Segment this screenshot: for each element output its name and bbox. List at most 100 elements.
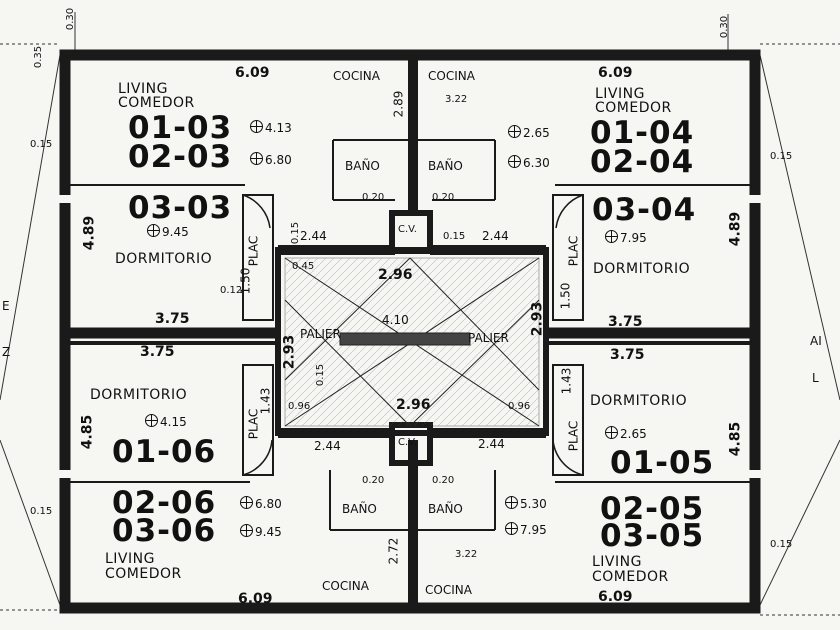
tr-bed-unit: 03-04	[592, 192, 697, 228]
br-room-line2: COMEDOR	[592, 569, 669, 585]
core-293-left: 2.93	[281, 334, 298, 370]
br-unit-b: 03-05	[600, 518, 705, 554]
tr-bano: BAÑO	[428, 159, 463, 173]
br-width-dim: 6.09	[598, 589, 633, 605]
core-296-bottom: 2.96	[396, 397, 431, 413]
bl-bed-unit: 01-06	[112, 434, 217, 470]
tr-level-a: 2.65	[508, 125, 550, 139]
br-485: 4.85	[727, 421, 744, 457]
br-cocina: COCINA	[425, 583, 472, 597]
tl-cocina: COCINA	[333, 69, 380, 83]
core-410: 4.10	[382, 313, 409, 327]
core-cv-bottom: C.V.	[398, 437, 417, 448]
tl-244: 2.44	[300, 229, 327, 243]
dim-right-015: 0.15	[770, 151, 793, 162]
level-cross-icon	[145, 414, 158, 427]
stair-core-hatch	[284, 257, 540, 427]
br-cocina-sub: 3.22	[455, 549, 478, 560]
bl-room-line2: COMEDOR	[105, 566, 182, 582]
edge-left-e: E	[2, 299, 10, 313]
tr-020: 0.20	[432, 192, 455, 203]
core-palier-right: PALIER	[468, 331, 509, 345]
bl-level-b: 9.45	[240, 524, 282, 538]
tl-bano: BAÑO	[345, 159, 380, 173]
tr-unit-b: 02-04	[590, 144, 695, 180]
level-cross-icon	[240, 496, 253, 509]
dim-top-030: 0.30	[65, 7, 77, 31]
core-096: 0.96	[288, 401, 311, 412]
tl-bed-level: 9.45	[147, 224, 189, 238]
tl-489: 4.89	[81, 215, 98, 251]
core-015: 0.15	[315, 363, 327, 387]
tl-015: 0.15	[290, 221, 302, 245]
br-244: 2.44	[478, 437, 505, 451]
bl-485: 4.85	[79, 414, 96, 450]
level-cross-icon	[147, 224, 160, 237]
dim-left-015: 0.15	[30, 139, 53, 150]
level-cross-icon	[605, 230, 618, 243]
tr-cocina: COCINA	[428, 69, 475, 83]
bl-015: 0.15	[30, 506, 53, 517]
bl-width-dim: 6.09	[238, 591, 273, 607]
br-level-a: 5.30	[505, 496, 547, 510]
tl-020: 0.20	[362, 192, 385, 203]
bl-unit-b: 03-06	[112, 513, 217, 549]
tl-room-line2: COMEDOR	[118, 95, 195, 111]
br-375: 3.75	[610, 347, 645, 363]
bl-272: 2.72	[386, 537, 401, 565]
tl-bed-unit: 03-03	[128, 190, 233, 226]
bl-dormitorio: DORMITORIO	[90, 387, 188, 403]
level-cross-icon	[240, 524, 253, 537]
tr-244: 2.44	[482, 229, 509, 243]
tr-level-b: 6.30	[508, 155, 550, 169]
core-cv-top: C.V.	[398, 224, 417, 235]
tr-plac: PLAC	[566, 235, 581, 267]
br-bano: BAÑO	[428, 502, 463, 516]
tl-width-dim: 6.09	[235, 65, 270, 81]
tr-489: 4.89	[727, 211, 744, 247]
level-cross-icon	[605, 426, 618, 439]
level-cross-icon	[250, 120, 263, 133]
core-palier-left: PALIER	[300, 327, 341, 341]
tr-room-line1: LIVING	[595, 86, 645, 102]
tr-bed-level: 7.95	[605, 230, 647, 244]
br-bed-level: 2.65	[605, 426, 647, 440]
construction-lines	[0, 12, 840, 616]
tr-unit-a: 01-04	[590, 115, 695, 151]
window-gaps	[59, 195, 761, 478]
core-296-top: 2.96	[378, 267, 413, 283]
tl-dormitorio: DORMITORIO	[115, 251, 213, 267]
bl-plac-dim: 1.43	[258, 387, 273, 415]
tl-level-a: 4.13	[250, 120, 292, 134]
tl-room-line1: LIVING	[118, 81, 168, 97]
br-020: 0.20	[432, 475, 455, 486]
br-plac-dim: 1.43	[559, 367, 574, 395]
level-cross-icon	[250, 152, 263, 165]
interior-walls	[65, 55, 755, 608]
br-bed-unit: 01-05	[610, 445, 715, 481]
tl-unit-b: 02-03	[128, 139, 233, 175]
bl-375: 3.75	[140, 344, 175, 360]
bl-bed-level: 4.15	[145, 414, 187, 428]
bl-cocina: COCINA	[322, 579, 369, 593]
tr-plac-dim: 1.50	[558, 282, 573, 310]
tl-plac: PLAC	[246, 235, 261, 267]
dim-top-030-right: 0.30	[719, 15, 731, 39]
tr-width-dim: 6.09	[598, 65, 633, 81]
br-plac: PLAC	[566, 420, 581, 452]
bl-244: 2.44	[314, 439, 341, 453]
tr-dormitorio: DORMITORIO	[593, 261, 691, 277]
bl-bano: BAÑO	[342, 502, 377, 516]
core-096-right: 0.96	[508, 401, 531, 412]
br-room-line1: LIVING	[592, 554, 642, 570]
tl-012: 0.12	[220, 285, 243, 296]
br-unit-a: 02-05	[600, 491, 705, 527]
tr-cocina-sub: 3.22	[445, 94, 468, 105]
dim-left-035: 0.35	[33, 45, 45, 69]
br-level-b: 7.95	[505, 522, 547, 536]
level-cross-icon	[505, 522, 518, 535]
edge-left-z: Z	[2, 345, 11, 359]
bl-level-a: 6.80	[240, 496, 282, 510]
tr-375: 3.75	[608, 314, 643, 330]
